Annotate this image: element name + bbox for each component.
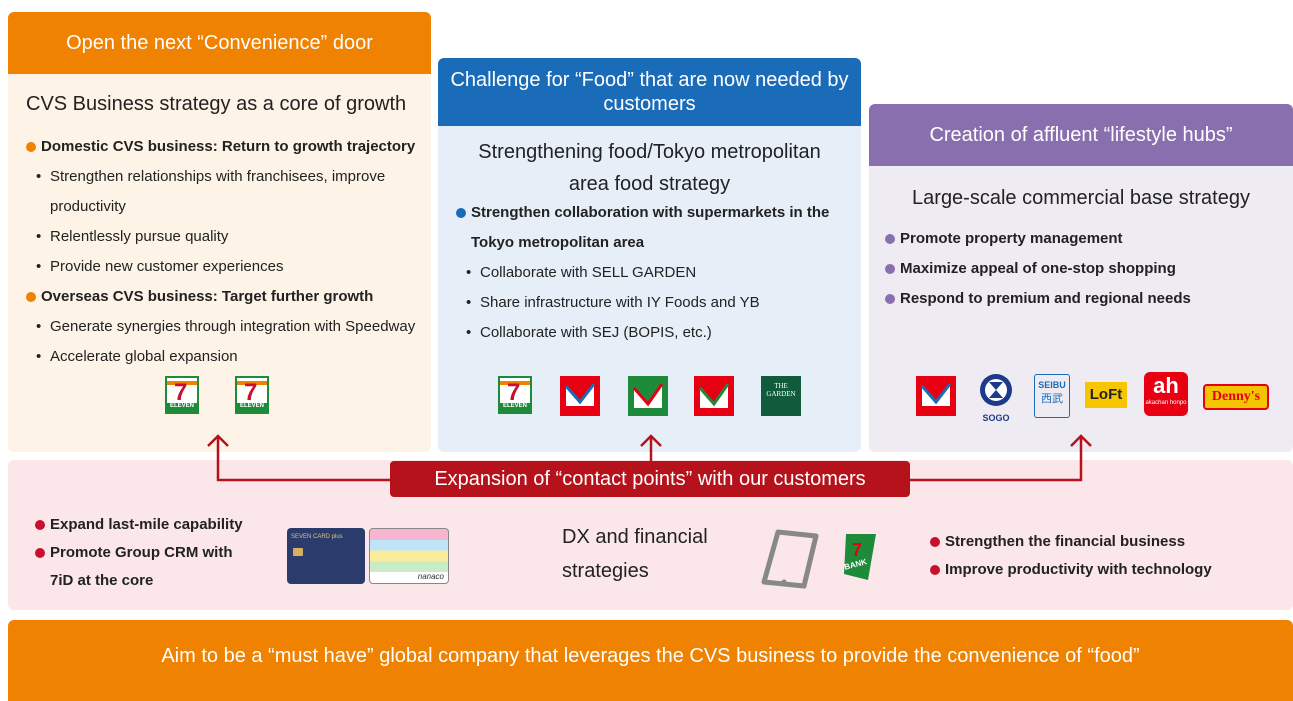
lifestyle-hubs-panel: Creation of affluent “lifestyle hubs” La…	[869, 104, 1293, 452]
panel-header: Creation of affluent “lifestyle hubs”	[869, 104, 1293, 166]
list-item: •Strengthen relationships with franchise…	[36, 168, 386, 215]
contact-right-list: Strengthen the financial business Improv…	[930, 528, 1212, 584]
seven-eleven-logo: 7 ELEVEN	[165, 376, 199, 414]
list-item: •Relentlessly pursue quality	[36, 228, 229, 245]
loft-logo: LoFt	[1085, 382, 1127, 408]
panel-title: Large-scale commercial base strategy	[912, 187, 1250, 209]
akachan-honpo-logo: ah akachan honpo	[1144, 372, 1188, 416]
york-benimaru-logo	[694, 376, 734, 416]
contact-left-list: Expand last-mile capability Promote Grou…	[35, 511, 255, 595]
list-item: Strengthen collaboration with supermarke…	[456, 198, 849, 258]
seven-eleven-logo: 7 ELEVEN	[235, 376, 269, 414]
seven-eleven-logo: 7 ELEVEN	[498, 376, 532, 414]
list-item: Domestic CVS business: Return to growth …	[26, 132, 419, 162]
seven-bank-logo: 7 BANK	[838, 530, 882, 584]
list-item: Expand last-mile capability	[35, 511, 255, 539]
list-item: Overseas CVS business: Target further gr…	[26, 282, 419, 312]
strategy-list: Promote property management Maximize app…	[885, 224, 1281, 314]
strategy-list: Domestic CVS business: Return to growth …	[26, 132, 419, 372]
strategy-list: Strengthen collaboration with supermarke…	[456, 198, 849, 348]
ito-yokado-logo	[916, 376, 956, 416]
list-item: Promote property management	[885, 224, 1281, 254]
dx-financial-title: DX and financial strategies	[562, 526, 708, 582]
panel-title: Strengthening food/Tokyo metropolitan ar…	[478, 141, 821, 195]
list-item: Strengthen the financial business	[930, 528, 1212, 556]
list-item: Respond to premium and regional needs	[885, 284, 1281, 314]
food-strategy-panel: Challenge for “Food” that are now needed…	[438, 58, 861, 452]
york-mart-logo	[628, 376, 668, 416]
seven-card-image: SEVEN CARD plus	[287, 528, 365, 584]
panel-title: CVS Business strategy as a core of growt…	[26, 93, 407, 115]
list-item: •Provide new customer experiences	[36, 258, 284, 275]
panel-header: Open the next “Convenience” door	[8, 12, 431, 74]
list-item: •Generate synergies through integration …	[36, 318, 416, 335]
list-item: •Accelerate global expansion	[36, 348, 238, 365]
contact-points-label: Expansion of “contact points” with our c…	[390, 461, 910, 497]
svg-text:7: 7	[852, 540, 862, 560]
the-garden-logo: THE GARDEN	[761, 376, 801, 416]
dennys-logo: Denny's	[1203, 384, 1269, 410]
list-item: •Share infrastructure with IY Foods and …	[466, 294, 760, 311]
seibu-logo: SEIBU 西武	[1034, 374, 1070, 418]
list-item: Improve productivity with technology	[930, 556, 1212, 584]
panel-header: Challenge for “Food” that are now needed…	[438, 58, 861, 126]
list-item: •Collaborate with SELL GARDEN	[466, 264, 697, 281]
ito-yokado-logo	[560, 376, 600, 416]
list-item: •Collaborate with SEJ (BOPIS, etc.)	[466, 324, 712, 341]
list-item: Maximize appeal of one-stop shopping	[885, 254, 1281, 284]
vision-banner: Aim to be a “must have” global company t…	[8, 620, 1293, 701]
nanaco-card-image: nanaco	[369, 528, 449, 584]
cvs-strategy-panel: Open the next “Convenience” door CVS Bus…	[8, 12, 431, 452]
list-item: Promote Group CRM with 7iD at the core	[35, 539, 255, 595]
smartphone-icon	[761, 529, 819, 589]
sogo-logo: SOGO	[976, 372, 1016, 424]
